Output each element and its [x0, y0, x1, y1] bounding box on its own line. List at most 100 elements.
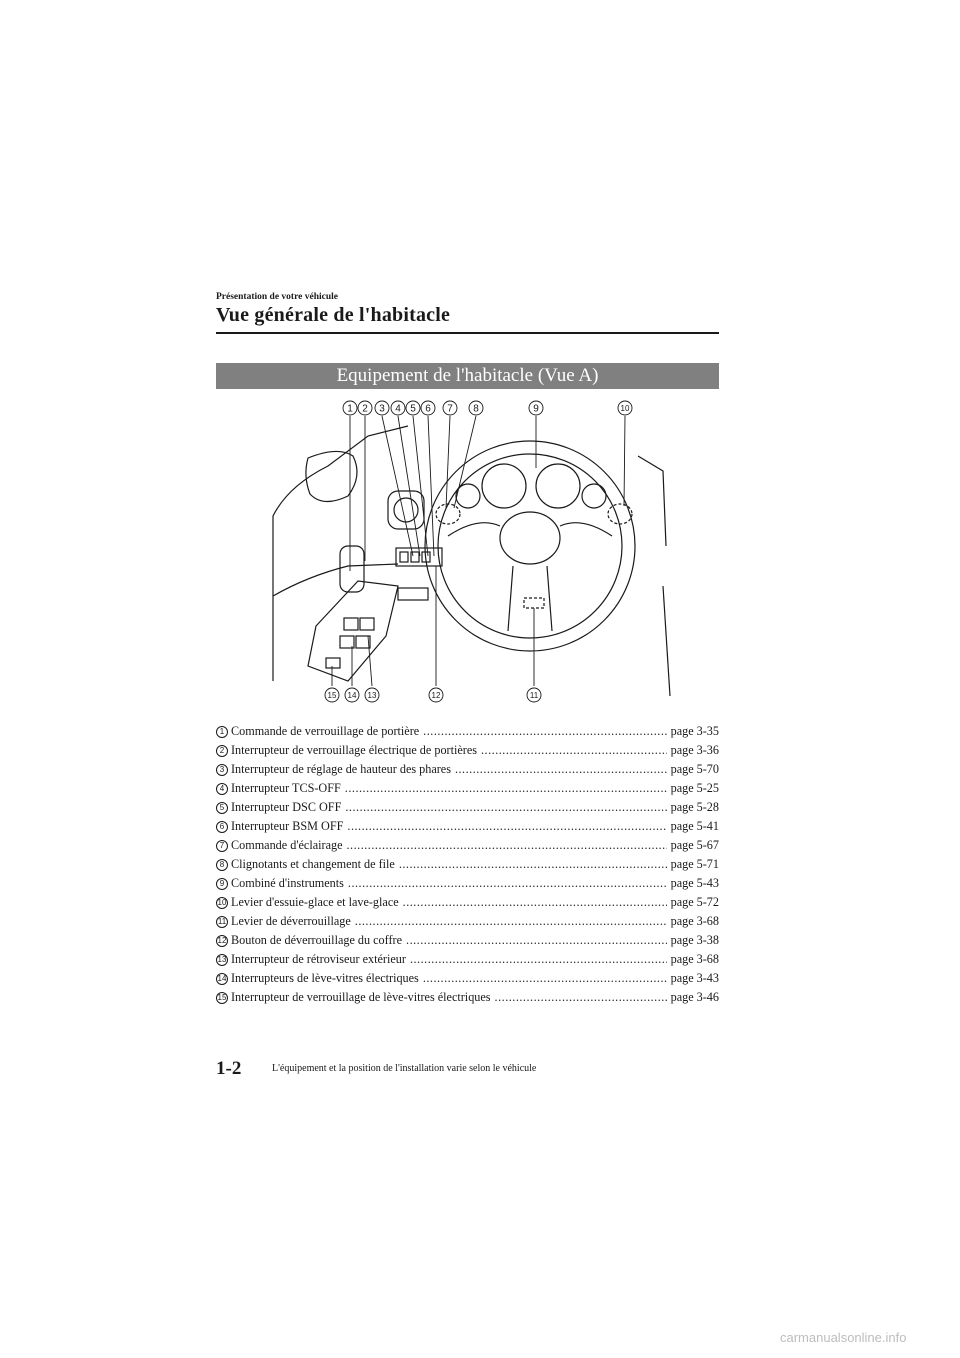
callout-13: 13 [364, 687, 380, 703]
item-label: Interrupteur DSC OFF [231, 800, 342, 814]
breadcrumb: Présentation de votre véhicule [216, 292, 338, 302]
cockpit-illustration: 1 2 3 4 5 6 7 8 9 10 15 14 13 12 11 [268, 396, 673, 710]
callout-14: 14 [344, 687, 360, 703]
item-label: Levier d'essuie-glace et lave-glace [231, 895, 399, 909]
page-title: Vue générale de l'habitacle [216, 304, 451, 326]
dot-leader [403, 895, 667, 910]
dot-leader [481, 743, 667, 758]
title-rule [216, 332, 719, 334]
leader-5 [412, 415, 429, 557]
leader-3 [381, 415, 414, 557]
item-number-badge: 1 [216, 725, 228, 738]
callout-11: 11 [526, 687, 542, 703]
item-label: Interrupteurs de lève-vitres électriques [231, 971, 419, 985]
leader-4 [397, 415, 421, 557]
leader-7 [445, 415, 451, 509]
page-reference: page 3-68 [670, 914, 719, 928]
item-label: Interrupteur de réglage de hauteur des p… [231, 762, 451, 776]
svg-text:5: 5 [410, 404, 416, 415]
steering-wheel-rim [424, 440, 636, 652]
item-number-badge: 8 [216, 858, 228, 871]
item-label: Combiné d'instruments [231, 876, 344, 890]
page-reference: page 5-25 [670, 781, 719, 795]
door-line [272, 563, 399, 597]
gauge-small-left [455, 483, 481, 509]
dot-leader [345, 781, 667, 796]
page-reference: page 3-35 [670, 724, 719, 738]
item-number-badge: 9 [216, 877, 228, 890]
callout-15: 15 [324, 687, 340, 703]
steering-wheel-inner [437, 453, 623, 639]
right-spoke [559, 522, 613, 537]
page-reference: page 5-70 [670, 762, 719, 776]
item-label: Bouton de déverrouillage du coffre [231, 933, 403, 947]
page-reference: page 5-28 [670, 800, 719, 814]
left-vent [387, 490, 425, 530]
switch-a [399, 551, 409, 563]
footer-note: L'équipement et la position de l'install… [272, 1063, 537, 1074]
callout-3: 3 [374, 400, 390, 416]
callout-8: 8 [468, 400, 484, 416]
svg-text:6: 6 [425, 404, 431, 415]
callout-9: 9 [528, 400, 544, 416]
item-label: Interrupteur BSM OFF [231, 819, 344, 833]
vent-ring [393, 497, 419, 523]
window-lock-switch [325, 657, 341, 669]
item-label: Clignotants et changement de file [231, 857, 395, 871]
callout-10: 10 [617, 400, 633, 416]
page-reference: page 5-72 [670, 895, 719, 909]
item-label: Interrupteur de verrouillage électrique … [231, 743, 477, 757]
gauge-right [535, 463, 581, 509]
dot-leader [347, 819, 666, 834]
callout-6: 6 [420, 400, 436, 416]
item-number-badge: 6 [216, 820, 228, 833]
leader-10 [623, 415, 626, 507]
release-lever [523, 597, 545, 609]
leader-8 [453, 415, 477, 509]
dot-leader [410, 952, 667, 967]
leader-13 [367, 635, 373, 687]
right-dash [637, 455, 667, 547]
gauge-left [481, 463, 527, 509]
side-mirror [305, 450, 358, 503]
callout-2: 2 [357, 400, 373, 416]
dot-leader [423, 971, 667, 986]
item-number-badge: 3 [216, 763, 228, 776]
item-number-badge: 7 [216, 839, 228, 852]
watermark: carmanualsonline.info [780, 1330, 907, 1345]
lower-spoke [507, 565, 553, 632]
dot-leader [345, 800, 666, 815]
item-number-badge: 14 [216, 972, 228, 985]
item-number-badge: 12 [216, 934, 228, 947]
svg-text:10: 10 [621, 404, 630, 413]
page-reference: page 3-36 [670, 743, 719, 757]
dot-leader [355, 914, 667, 929]
leader-6 [427, 415, 435, 557]
window-switch-1 [343, 617, 359, 631]
cockpit-drawing: 1 2 3 4 5 6 7 8 9 10 15 14 13 12 11 [272, 400, 671, 703]
dot-leader [347, 838, 667, 853]
dot-leader [348, 876, 667, 891]
callout-4: 4 [390, 400, 406, 416]
window-switch-2 [359, 617, 375, 631]
gauge-small-right [581, 483, 607, 509]
callout-12: 12 [428, 687, 444, 703]
steering-hub [499, 511, 561, 565]
window-switch-3 [339, 635, 355, 649]
wiper-stalk [607, 503, 633, 525]
svg-text:7: 7 [447, 404, 453, 415]
item-number-badge: 13 [216, 953, 228, 966]
item-label: Levier de déverrouillage [231, 914, 351, 928]
svg-text:11: 11 [530, 691, 539, 700]
